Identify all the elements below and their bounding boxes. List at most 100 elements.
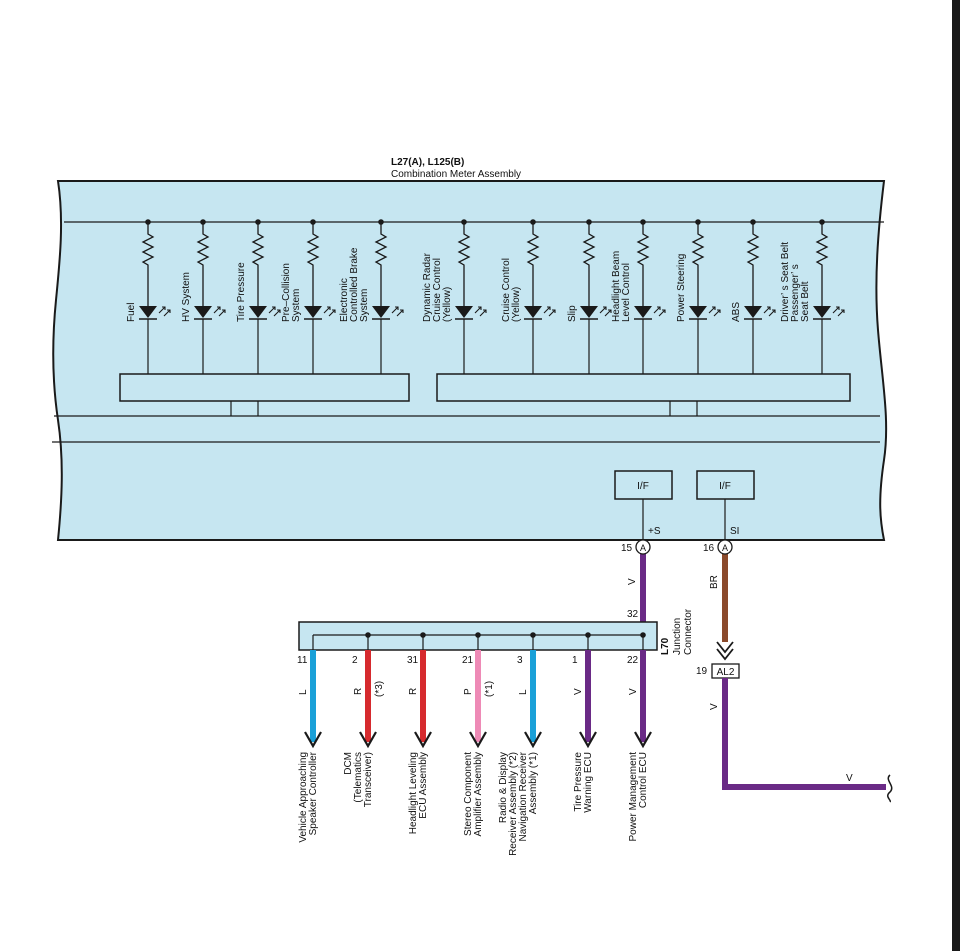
interface-label-2: I/F — [719, 481, 731, 492]
light-ray-icon — [604, 309, 612, 317]
led-icon — [744, 306, 762, 318]
al2-chevron-lower — [716, 648, 734, 661]
wire-color-code: V — [573, 688, 584, 695]
light-ray-icon — [323, 306, 331, 314]
arrow-down-icon — [414, 731, 432, 749]
interface-box-2 — [696, 470, 755, 500]
left-indicator-driver-box — [119, 373, 410, 402]
arrow-down-icon — [579, 731, 597, 749]
resistor — [746, 222, 760, 306]
wire-color-code: R — [408, 688, 419, 695]
indicator-8: Slip — [567, 219, 612, 374]
led-icon — [524, 306, 542, 318]
indicator-label: Pre–Collision — [281, 263, 292, 322]
indicator-label: Electronic — [339, 278, 350, 322]
resistor — [815, 222, 829, 306]
wire-v-after-al2-code: V — [709, 703, 720, 710]
right-indicator-driver-box — [436, 373, 851, 402]
destination-label: Amplifier Assembly — [473, 752, 484, 836]
light-ray-icon — [713, 309, 721, 317]
indicator-label: Slip — [567, 305, 578, 322]
led-icon — [580, 306, 598, 318]
junction-input-pin: 32 — [627, 609, 639, 620]
wire-color-code: P — [463, 688, 474, 695]
al2-chevron-upper — [716, 641, 734, 654]
destination-label: Radio & Display — [498, 752, 509, 823]
pin-15-connector: A — [640, 543, 646, 553]
resistor — [526, 222, 540, 306]
resistor — [691, 222, 705, 306]
wire-v-after-al2 — [722, 678, 886, 790]
indicator-10: Power Steering — [676, 219, 721, 374]
signal-label-si: SI — [730, 526, 739, 537]
indicator-2: HV System — [181, 219, 226, 374]
indicator-label: Power Steering — [676, 254, 687, 322]
light-ray-icon — [548, 309, 556, 317]
indicator-label: HV System — [181, 272, 192, 322]
resistor — [636, 222, 650, 306]
assembly-name: Combination Meter Assembly — [391, 169, 521, 180]
light-ray-icon — [328, 309, 336, 317]
indicator-label: System — [291, 289, 302, 322]
output-pin-number: 11 — [297, 655, 308, 666]
light-ray-icon — [763, 306, 771, 314]
light-ray-icon — [832, 306, 840, 314]
led-icon — [139, 306, 157, 318]
led-icon — [304, 306, 322, 318]
destination-label: Stereo Component — [463, 752, 474, 836]
light-ray-icon — [653, 306, 661, 314]
combination-meter-panel — [52, 180, 888, 541]
arrow-down-icon — [469, 731, 487, 749]
destination-label: ECU Assembly — [418, 752, 429, 819]
output-pin-number: 31 — [407, 655, 419, 666]
indicator-label: Dynamic Radar — [422, 252, 433, 322]
destination-label: Warning ECU — [583, 752, 594, 813]
pin-16-connector: A — [722, 543, 728, 553]
wire-v-bottom-code: V — [846, 773, 853, 784]
led-icon — [813, 306, 831, 318]
indicator-1: Fuel — [126, 219, 171, 374]
resistor — [374, 222, 388, 306]
al2-label: AL2 — [717, 667, 735, 678]
output-pin-number: 2 — [352, 655, 358, 666]
indicator-3: Tire Pressure — [236, 219, 281, 374]
light-ray-icon — [158, 306, 166, 314]
light-ray-icon — [213, 306, 221, 314]
destination-label: Vehicle Approaching — [298, 752, 309, 843]
pin-15-number: 15 — [621, 543, 633, 554]
led-icon — [249, 306, 267, 318]
indicator-label: Driver’ s Seat Belt — [780, 242, 791, 322]
junction-id: L70 — [660, 637, 671, 655]
indicator-label: Controlled Brake — [349, 247, 360, 322]
indicator-7: Cruise Control(Yellow) — [501, 219, 556, 374]
arrow-down-icon — [304, 731, 322, 749]
resistor — [251, 222, 265, 306]
interface-box-1 — [614, 470, 673, 500]
wire-v-color-code: V — [627, 578, 638, 585]
light-ray-icon — [708, 306, 716, 314]
wire-color-code: R — [353, 688, 364, 695]
light-ray-icon — [268, 306, 276, 314]
light-ray-icon — [658, 309, 666, 317]
arrow-down-icon — [524, 731, 542, 749]
pin-16: A 16 — [703, 539, 733, 555]
signal-label-s: +S — [648, 526, 661, 537]
indicator-label: ABS — [731, 302, 742, 322]
output-pin-number: 1 — [572, 655, 578, 666]
interface-label-1: I/F — [637, 481, 649, 492]
al2-pin-number: 19 — [696, 666, 708, 677]
led-icon — [372, 306, 390, 318]
indicator-label: Tire Pressure — [236, 262, 247, 322]
indicator-label: (Yellow) — [442, 287, 453, 322]
destination-label: Receiver Assembly (*2) — [508, 752, 519, 856]
resistor — [306, 222, 320, 306]
